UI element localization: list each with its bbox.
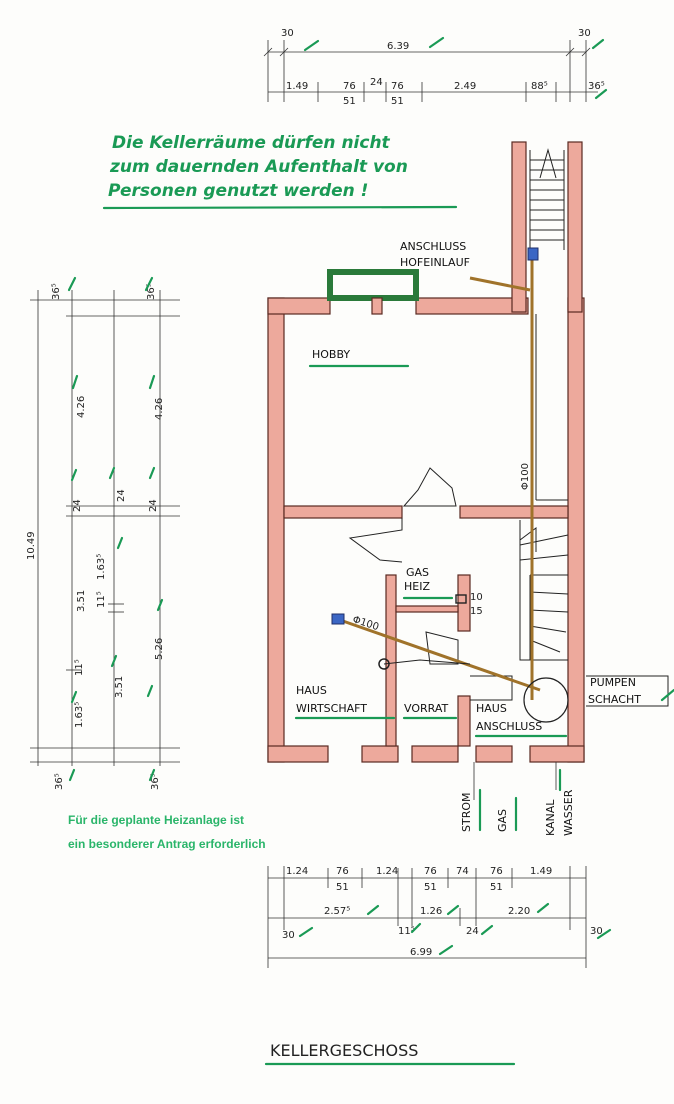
dim-top-249: 2.49 — [454, 81, 476, 92]
dim-left-c1-1635: 1.63⁵ — [74, 702, 85, 728]
dim-bottom-30-left: 30 — [282, 930, 295, 941]
dim-left-c3-24: 24 — [148, 499, 159, 512]
building-walls — [267, 141, 585, 763]
dim-top-149: 1.49 — [286, 81, 308, 92]
note-basement-line-2: zum dauernden Aufenthalt von — [109, 157, 408, 177]
dim-bottom-51b: 51 — [424, 882, 437, 893]
bottom-dimensions: 1.24 76 51 1.24 76 51 74 76 51 1.49 2.57… — [267, 866, 612, 968]
dim-bottom-24: 24 — [466, 926, 479, 937]
dim-bottom-overall: 6.99 — [410, 947, 432, 958]
dim-bottom-149: 1.49 — [530, 866, 552, 877]
dim-bottom-51c: 51 — [490, 882, 503, 893]
dim-left-c2-115: 11⁵ — [96, 591, 107, 608]
dim-top-24: 24 — [370, 77, 383, 88]
dim-top-365: 36⁵ — [588, 81, 605, 92]
kanal-label: KANAL — [544, 799, 557, 836]
dim-top-overall: 6.39 — [387, 41, 409, 52]
room-haus-wirtschaft-label-2: WIRTSCHAFT — [296, 702, 367, 715]
dim-top-51b: 51 — [391, 96, 404, 107]
dim-top-76b: 76 — [391, 81, 404, 92]
dim-left-c3-526: 5.26 — [154, 638, 165, 660]
dim-top-76a: 76 — [343, 81, 356, 92]
room-haus-anschluss-label-2: ANSCHLUSS — [476, 720, 542, 733]
dim-bottom-126: 1.26 — [420, 906, 442, 917]
note-heating-line-2: ein besonderer Antrag erforderlich — [68, 837, 266, 851]
chimney-dim-15: 15 — [470, 606, 483, 617]
dim-bottom-220: 2.20 — [508, 906, 530, 917]
anschluss-label-1: ANSCHLUSS — [400, 240, 466, 253]
page-title: KELLERGESCHOSS — [270, 1041, 418, 1060]
basement-usage-note: Die Kellerräume dürfen nicht zum dauernd… — [102, 133, 458, 210]
pumpenschacht-label-2: SCHACHT — [588, 693, 641, 706]
heating-note: Für die geplante Heizanlage ist ein beso… — [68, 813, 266, 851]
pumpenschacht-label-1: PUMPEN — [590, 676, 636, 689]
dim-bottom-51a: 51 — [336, 882, 349, 893]
room-hobby-label: HOBBY — [312, 348, 350, 361]
dim-bottom-76a: 76 — [336, 866, 349, 877]
dim-left-overall: 10.49 — [26, 531, 37, 560]
dim-bottom-124a: 1.24 — [286, 866, 308, 877]
dim-bottom-76b: 76 — [424, 866, 437, 877]
room-haus-anschluss-label-1: HAUS — [476, 702, 507, 715]
dim-left-c1-365-top: 36⁵ — [51, 283, 62, 300]
dim-top-left-30: 30 — [281, 28, 294, 39]
note-basement-line-1: Die Kellerräume dürfen nicht — [112, 133, 391, 153]
room-haus-wirtschaft-label-1: HAUS — [296, 684, 327, 697]
dim-bottom-2575: 2.57⁵ — [324, 906, 350, 917]
room-gas-label: GAS — [406, 566, 429, 579]
dim-top-right-30: 30 — [578, 28, 591, 39]
dim-left-c3-426: 4.26 — [154, 398, 165, 420]
utility-labels: STROM GAS KANAL WASSER — [460, 762, 575, 836]
dim-top-88: 88⁵ — [531, 81, 548, 92]
room-heiz-label: HEIZ — [404, 580, 430, 593]
note-heating-line-1: Für die geplante Heizanlage ist — [68, 813, 244, 827]
dim-top-51a: 51 — [343, 96, 356, 107]
dim-left-c3-365-top: 36⁵ — [146, 283, 157, 300]
dim-left-c2-24: 24 — [116, 489, 127, 502]
stairs — [519, 148, 569, 661]
room-vorrat-label: VORRAT — [404, 702, 449, 715]
door-swings — [348, 467, 513, 701]
dim-bottom-74: 74 — [456, 866, 469, 877]
drawing-title: KELLERGESCHOSS — [264, 1041, 516, 1066]
dim-left-c1-426: 4.26 — [76, 396, 87, 418]
strom-label: STROM — [460, 793, 473, 833]
note-basement-line-3: Personen genutzt werden ! — [108, 181, 368, 201]
chimney-dim-10: 10 — [470, 592, 483, 603]
dim-left-c3-365-bottom: 36⁵ — [150, 773, 161, 790]
dim-bottom-124b: 1.24 — [376, 866, 398, 877]
left-dimensions: 36⁵ 4.26 24 3.51 11⁵ 1.63⁵ 36⁵ 10.49 24 … — [26, 276, 180, 790]
pipe-vertical-label: Φ100 — [520, 463, 531, 490]
top-dimensions: 30 6.39 30 1.49 76 51 24 76 51 2.49 88⁵ … — [263, 28, 608, 107]
dim-bottom-30-right: 30 — [590, 926, 603, 937]
dim-bottom-115: 11⁵ — [398, 926, 415, 937]
dim-left-c1-24: 24 — [72, 499, 83, 512]
dim-bottom-76c: 76 — [490, 866, 503, 877]
gas-label: GAS — [496, 809, 509, 832]
dim-left-c1-351: 3.51 — [76, 590, 87, 612]
dim-left-c2-351: 3.51 — [114, 676, 125, 698]
dim-left-c1-115: 11⁵ — [74, 659, 85, 676]
room-labels: HOBBY GAS HEIZ 10 15 HAUS WIRTSCHAFT VOR… — [294, 240, 674, 738]
dim-left-c1-365-bottom: 36⁵ — [54, 773, 65, 790]
anschluss-label-2: HOFEINLAUF — [400, 256, 470, 269]
wasser-label: WASSER — [562, 789, 575, 836]
pipes — [331, 247, 569, 723]
dim-left-c2-1635: 1.63⁵ — [96, 554, 107, 580]
